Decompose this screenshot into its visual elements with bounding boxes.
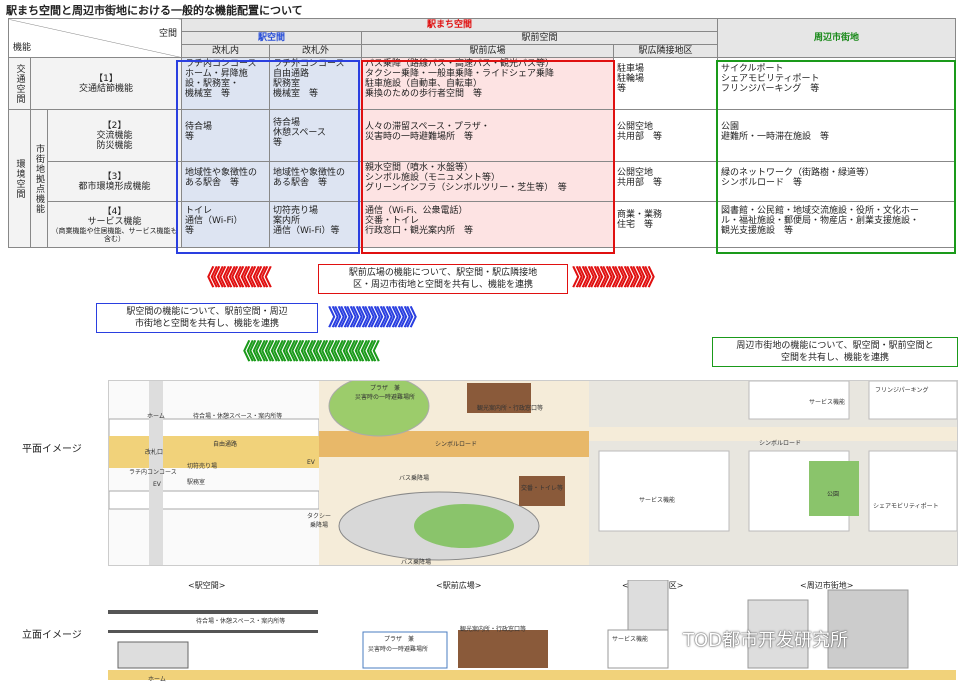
row3-shuhen: 緑のネットワーク（街路樹・緑道等）シンボルロード 等: [717, 161, 956, 202]
row2-rinsetsu: 公開空地共用部 等: [613, 109, 718, 162]
plan-service2: サービス機能: [639, 497, 676, 504]
row4-ekimae-hiroba: 通信（Wi-Fi、公衆電話）交番・トイレ行政窓口・観光案内所 等: [361, 201, 614, 248]
elev-home: ホーム: [148, 676, 166, 683]
row3-kaisatsu-out: 地域性や象徴性のある駅舎 等: [269, 161, 362, 202]
row1-kaisatsu-in: ラチ内コンコースホーム・昇降施設・駅務室・機械室 等: [181, 57, 270, 110]
row3-kaisatsu-in: 地域性や象徴性のある駅舎 等: [181, 161, 270, 202]
row2-kaisatsu-out: 待合場休憩スペース等: [269, 109, 362, 162]
section-ekimae: <駅前広場>: [436, 581, 482, 590]
watermark: TOD都市开发研究所: [683, 630, 849, 651]
green-left-arrows: 《《《《《《《《《《《《《《《《《《《《《《: [232, 340, 380, 365]
corner-space-label: 空間: [158, 29, 177, 39]
elev-plaza2: 災害時の一時避難場所: [368, 646, 429, 653]
row2-ekimae-hiroba: 人々の滞留スペース・プラザ・災害時の一時避難場所 等: [361, 109, 614, 162]
function-table: 空間 機能 駅まち空間 周辺市街地 駅空間 駅前空間 改札内 改札外 駅前広場 …: [8, 18, 956, 248]
row1-shuhen: サイクルポートシェアモビリティポートフリンジパーキング 等: [717, 57, 956, 110]
row1-function: 【1】交通結節機能: [30, 57, 182, 110]
plan-kanko: 観光案内所・行政窓口等: [477, 405, 544, 412]
elev-machiai: 待合場・休憩スペース・案内所等: [196, 618, 286, 625]
kotsu-kukan-label: 交通空間: [8, 57, 31, 110]
plan-plaza: プラザ 兼 災害時の一時避難場所: [355, 385, 416, 401]
header-kaisatsu-out: 改札外: [269, 44, 362, 58]
elevation-label: 立面イメージ: [22, 630, 82, 641]
elev-service: サービス機能: [612, 636, 649, 643]
blue-arrow-box: 駅空間の機能について、駅前空間・周辺市街地と空間を共有し、機能を連携: [96, 303, 318, 333]
plan-rachi: ラチ内コンコース: [129, 469, 177, 476]
plan-image: ホーム 待合場・休憩スペース・案内所等 自由通路 改札口 ラチ内コンコース 切符…: [108, 380, 958, 566]
elevation-image: 待合場・休憩スペース・案内所等 観光案内所・行政窓口等 プラザ 兼 災害時の一時…: [108, 579, 956, 684]
table-row: 交通空間 【1】交通結節機能 ラチ内コンコースホーム・昇降施設・駅務室・機械室 …: [8, 57, 956, 110]
row1-rinsetsu: 駐車場駐輪場等: [613, 57, 718, 110]
row4-shuhen: 図書館・公民館・地域交流施設・役所・文化ホール・福祉施設・郵便局・物産店・創業支…: [717, 201, 956, 248]
row4-rinsetsu: 商業・業務住宅 等: [613, 201, 718, 248]
plan-bus2: バス乗降場: [401, 559, 432, 566]
header-eki-kukan: 駅空間: [181, 31, 362, 45]
plan-service1: サービス機能: [809, 399, 846, 406]
red-arrow-box: 駅前広場の機能について、駅空間・駅広隣接地区・周辺市街地と空間を共有し、機能を連…: [318, 264, 568, 294]
elev-plaza: プラザ 兼: [384, 636, 415, 643]
section-eki: <駅空間>: [188, 581, 226, 590]
header-ekimae-hiroba: 駅前広場: [361, 44, 614, 58]
plan-symbol1: シンボルロード: [435, 441, 478, 448]
plan-koban: 交番・トイレ等: [521, 485, 564, 492]
row4-function: 【4】サービス機能（商業機能や住居機能、サービス機能も含む）: [47, 201, 182, 248]
plan-jiyu: 自由通路: [213, 441, 238, 448]
row2-shuhen: 公園避難所・一時滞在施設 等: [717, 109, 956, 162]
row4-kaisatsu-out: 切符売り場案内所通信（Wi-Fi）等: [269, 201, 362, 248]
plan-fringe: フリンジパーキング: [875, 387, 929, 394]
header-shuhen: 周辺市街地: [717, 18, 956, 58]
row1-ekimae-hiroba: バス乗降（路線バス・高速バス・観光バス等）タクシー乗降・一般車乗降・ライドシェア…: [361, 57, 614, 110]
page-title: 駅まち空間と周辺市街地における一般的な機能配置について: [6, 4, 303, 17]
row4-kaisatsu-in: トイレ通信（Wi-Fi）等: [181, 201, 270, 248]
red-left-arrows: 《《《《《《《《《《: [196, 266, 272, 291]
plan-ev2: EV: [307, 459, 315, 466]
plan-drawing: [109, 381, 957, 565]
shigaichi-kyoten-label: 市街地拠点機能: [30, 109, 48, 248]
plan-bus: バス乗降場: [399, 475, 430, 482]
kankyo-kukan-label: 環境空間: [8, 109, 31, 248]
table-row: 環境空間 市街地拠点機能 【2】交流機能 防災機能 待合場等 待合場休憩スペース…: [8, 109, 956, 248]
plan-label: 平面イメージ: [22, 444, 82, 455]
row2-kaisatsu-in: 待合場等: [181, 109, 270, 162]
red-right-arrows: 》》》》》》》》》》》》》: [572, 266, 666, 291]
plan-share: シェアモビリティポート: [873, 503, 939, 510]
plan-taxi: タクシー 乗降場: [307, 513, 332, 529]
table-row: 【4】サービス機能（商業機能や住居機能、サービス機能も含む） トイレ通信（Wi-…: [9, 201, 956, 248]
table-row: 【3】都市環境形成機能 地域性や象徴性のある駅舎 等 地域性や象徴性のある駅舎 …: [9, 161, 956, 202]
row3-ekimae-hiroba: 親水空間（噴水・水盤等）シンボル施設（モニュメント等）グリーンインフラ（シンボル…: [361, 161, 614, 202]
plan-home: ホーム: [147, 413, 165, 420]
header-ekihiro-rinsetsu: 駅広隣接地区: [613, 44, 718, 58]
plan-ekimu: 駅務室: [187, 479, 206, 486]
plan-park: 公園: [827, 491, 840, 498]
plan-symbol2: シンボルロード: [759, 440, 802, 447]
blue-right-arrows: 》》》》》》》》》》》》》》: [328, 306, 428, 331]
plan-ev1: EV: [153, 481, 161, 488]
header-ekimachi: 駅まち空間: [181, 18, 718, 32]
row1-kaisatsu-out: ラチ外コンコース自由通路駅務室機械室 等: [269, 57, 362, 110]
row3-rinsetsu: 公開空地共用部 等: [613, 161, 718, 202]
corner-cell: 空間 機能: [8, 18, 182, 58]
elevation-drawing: [108, 579, 956, 680]
green-arrow-box: 周辺市街地の機能について、駅空間・駅前空間と空間を共有し、機能を連携: [712, 337, 958, 367]
elev-kanko: 観光案内所・行政窓口等: [460, 626, 527, 633]
section-shuhen: <周辺市街地>: [800, 581, 854, 590]
plan-machiai: 待合場・休憩スペース・案内所等: [193, 413, 283, 420]
header-kaisatsu-in: 改札内: [181, 44, 270, 58]
plan-kaisatsu: 改札口: [145, 449, 164, 456]
corner-function-label: 機能: [13, 43, 32, 53]
plan-kippu: 切符売り場: [187, 463, 218, 470]
header-ekimae-kukan: 駅前空間: [361, 31, 718, 45]
row2-function: 【2】交流機能 防災機能: [47, 109, 182, 162]
row3-function: 【3】都市環境形成機能: [47, 161, 182, 202]
